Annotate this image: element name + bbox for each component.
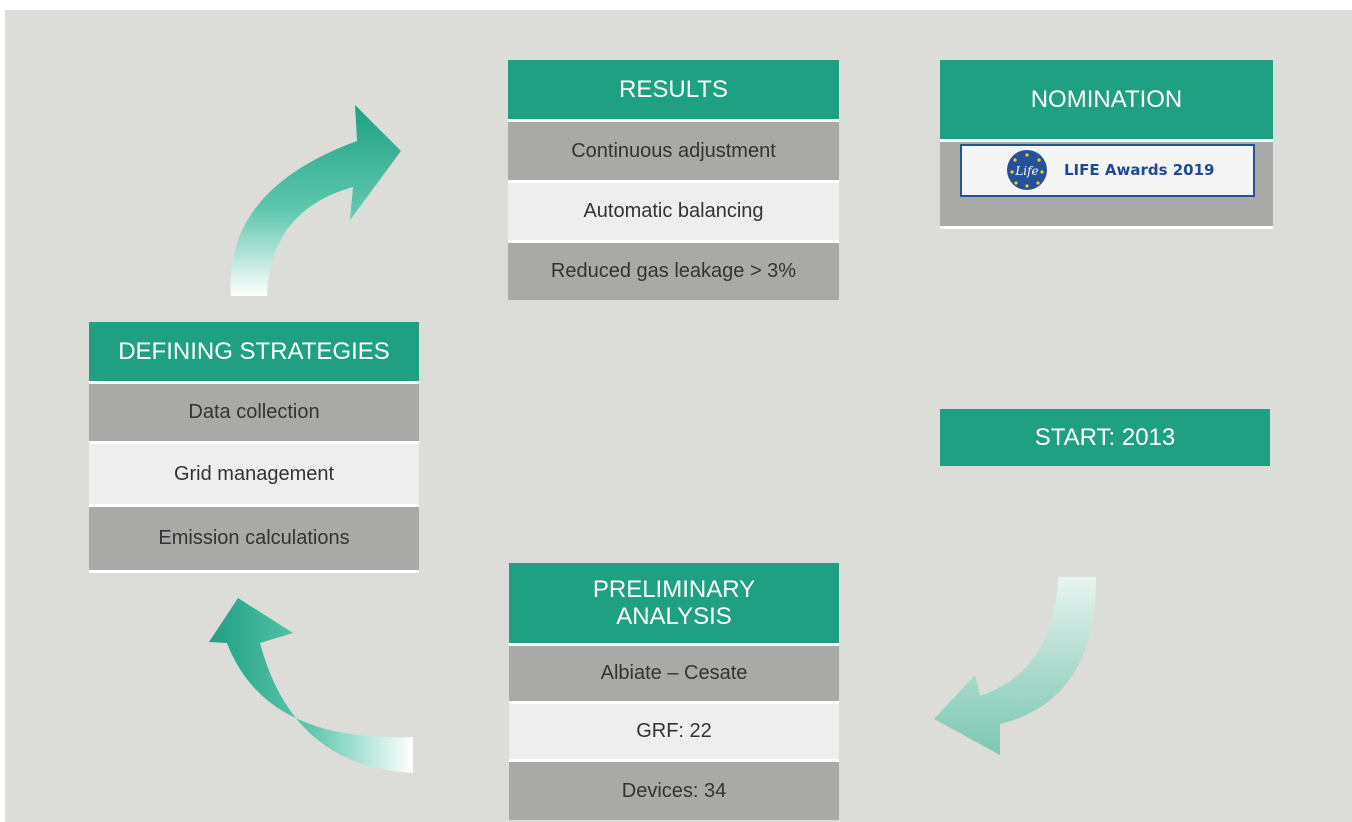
- strategies-item: Data collection: [89, 384, 419, 444]
- life-awards-badge: Life LIFE Awards 2019: [960, 144, 1255, 197]
- curved-arrow-up-left-icon: [209, 598, 413, 773]
- strategies-item: Grid management: [89, 444, 419, 507]
- preliminary-title-line1: PRELIMINARY: [592, 576, 756, 603]
- diagram-canvas: RESULTS Continuous adjustment Automatic …: [5, 10, 1352, 822]
- preliminary-item: GRF: 22: [509, 704, 839, 762]
- results-card: RESULTS Continuous adjustment Automatic …: [508, 60, 839, 300]
- nomination-card: NOMINATION Life LIFE Awards 2019: [940, 60, 1273, 229]
- strategies-card: DEFINING STRATEGIES Data collection Grid…: [89, 322, 419, 573]
- preliminary-item: Devices: 34: [509, 762, 839, 820]
- strategies-title: DEFINING STRATEGIES: [89, 322, 419, 384]
- curved-arrow-down-left-icon: [934, 577, 1097, 755]
- results-item: Automatic balancing: [508, 183, 839, 243]
- eu-life-logo-icon: Life: [1007, 150, 1047, 190]
- results-item: Continuous adjustment: [508, 122, 839, 183]
- flow-arrows: [209, 105, 1097, 773]
- preliminary-card: PRELIMINARY ANALYSIS Albiate – Cesate GR…: [509, 563, 839, 820]
- logo-text: Life: [1014, 164, 1038, 178]
- start-label: START: 2013: [940, 409, 1270, 466]
- preliminary-title-line2: ANALYSIS: [616, 603, 732, 630]
- strategies-item: Emission calculations: [89, 507, 419, 573]
- results-item: Reduced gas leakage > 3%: [508, 243, 839, 300]
- results-title: RESULTS: [508, 60, 839, 122]
- preliminary-item: Albiate – Cesate: [509, 646, 839, 704]
- badge-text: LIFE Awards 2019: [1064, 161, 1215, 179]
- nomination-body: Life LIFE Awards 2019: [940, 142, 1273, 229]
- start-card: START: 2013: [940, 409, 1270, 466]
- curved-arrow-up-right-icon: [230, 105, 401, 296]
- preliminary-title: PRELIMINARY ANALYSIS: [509, 563, 839, 646]
- nomination-title: NOMINATION: [940, 60, 1273, 142]
